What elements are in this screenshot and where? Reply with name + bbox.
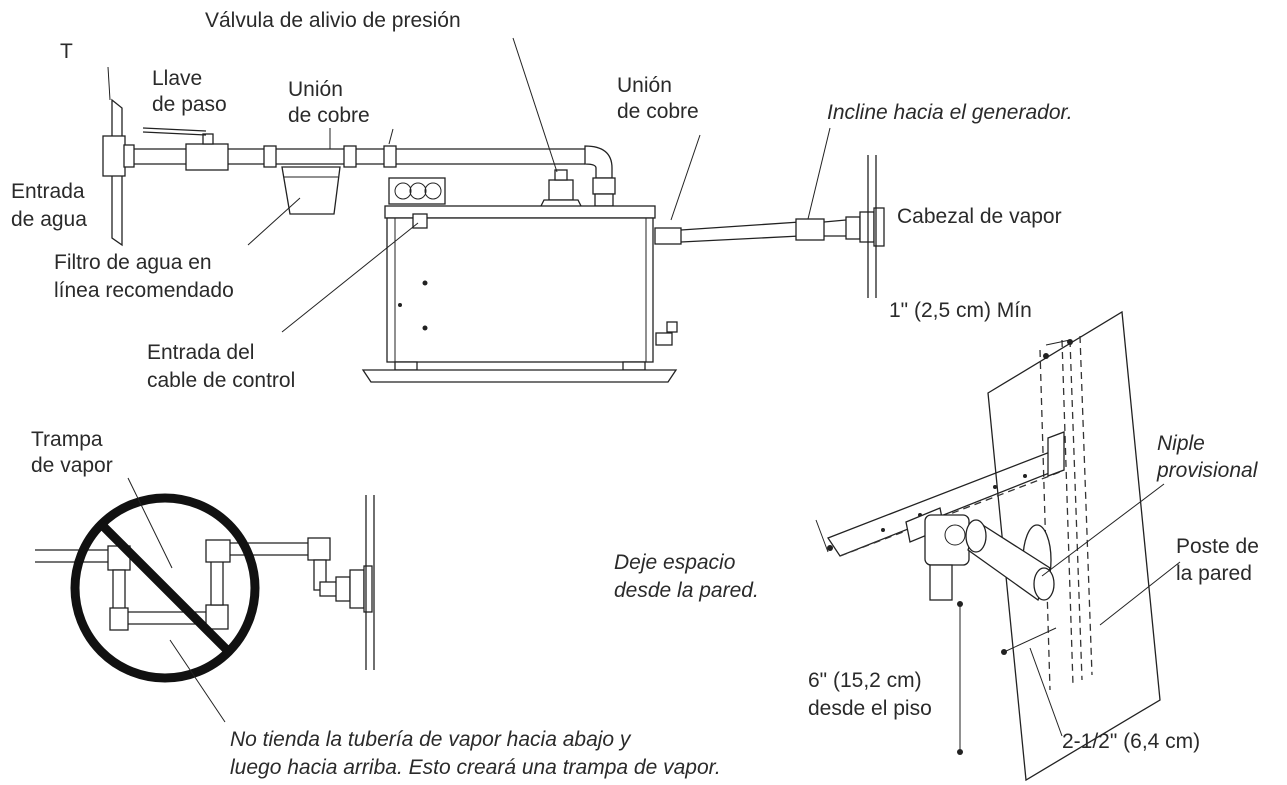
elbow-down: [584, 145, 616, 207]
warning-label-1: No tienda la tubería de vapor hacia abaj…: [230, 728, 632, 751]
steam-trap-label-2: de vapor: [31, 454, 113, 477]
nipple-label-1: Niple: [1157, 432, 1205, 455]
control-cable-label-1: Entrada del: [147, 341, 254, 364]
steam-outlet-pipe: [654, 218, 847, 245]
steam-trap-label-1: Trampa: [31, 428, 103, 451]
dimension-lines: [815, 339, 1181, 755]
shutoff-valve: [142, 127, 229, 171]
copper-union-2-label-2: de cobre: [617, 100, 699, 123]
prohibition-icon: [70, 493, 260, 683]
wall-space-label-1: Deje espacio: [614, 551, 736, 574]
water-inlet-tee: [102, 98, 135, 247]
shutoff-valve-label-2: de paso: [152, 93, 227, 116]
copper-union-1-label-2: de cobre: [288, 104, 370, 127]
copper-union-1-label-1: Unión: [288, 78, 343, 101]
warning-label-2: luego hacia arriba. Esto creará una tram…: [230, 756, 721, 779]
wall-stud-label-2: la pared: [1176, 562, 1252, 585]
wall-stud: [1039, 335, 1093, 691]
floor-height-label-1: 6" (15,2 cm): [808, 669, 922, 692]
wall-stud-label-1: Poste de: [1176, 535, 1259, 558]
slope-note: Incline hacia el generador.: [827, 101, 1073, 124]
filter-label-1: Filtro de agua en: [54, 251, 212, 274]
inline-water-filter: [281, 166, 341, 215]
steam-generator: [361, 177, 678, 383]
leader-lines-top: [107, 37, 831, 333]
shutoff-valve-label-1: Llave: [152, 67, 202, 90]
min-clearance-label: 1" (2,5 cm) Mín: [889, 299, 1032, 322]
floor-height-label-2: desde el piso: [808, 697, 932, 720]
wall-space-label-2: desde la pared.: [614, 579, 759, 602]
copper-union-2-label-1: Unión: [617, 74, 672, 97]
wall-panel: [987, 310, 1161, 782]
wall-section-bottom: [365, 495, 375, 670]
filter-label-2: línea recomendado: [54, 279, 234, 302]
wall-section-top: [867, 155, 877, 298]
temporary-nipple: [965, 519, 1055, 602]
pressure-relief-valve: [538, 169, 584, 209]
water-inlet-label-1: Entrada: [11, 180, 85, 203]
steam-head: [845, 207, 885, 247]
drop-ear-elbow: [905, 507, 970, 601]
control-cable-label-2: cable de control: [147, 369, 295, 392]
offset-label: 2-1/2" (6,4 cm): [1062, 730, 1200, 753]
relief-valve-label: Válvula de alivio de presión: [205, 9, 461, 32]
leader-lines-bottom-left: [127, 477, 226, 723]
steam-head-label: Cabezal de vapor: [897, 205, 1062, 228]
nipple-label-2: provisional: [1156, 459, 1259, 482]
copper-union-1: [263, 145, 397, 168]
water-inlet-label-2: de agua: [11, 208, 87, 231]
tee-label: T: [60, 40, 73, 63]
